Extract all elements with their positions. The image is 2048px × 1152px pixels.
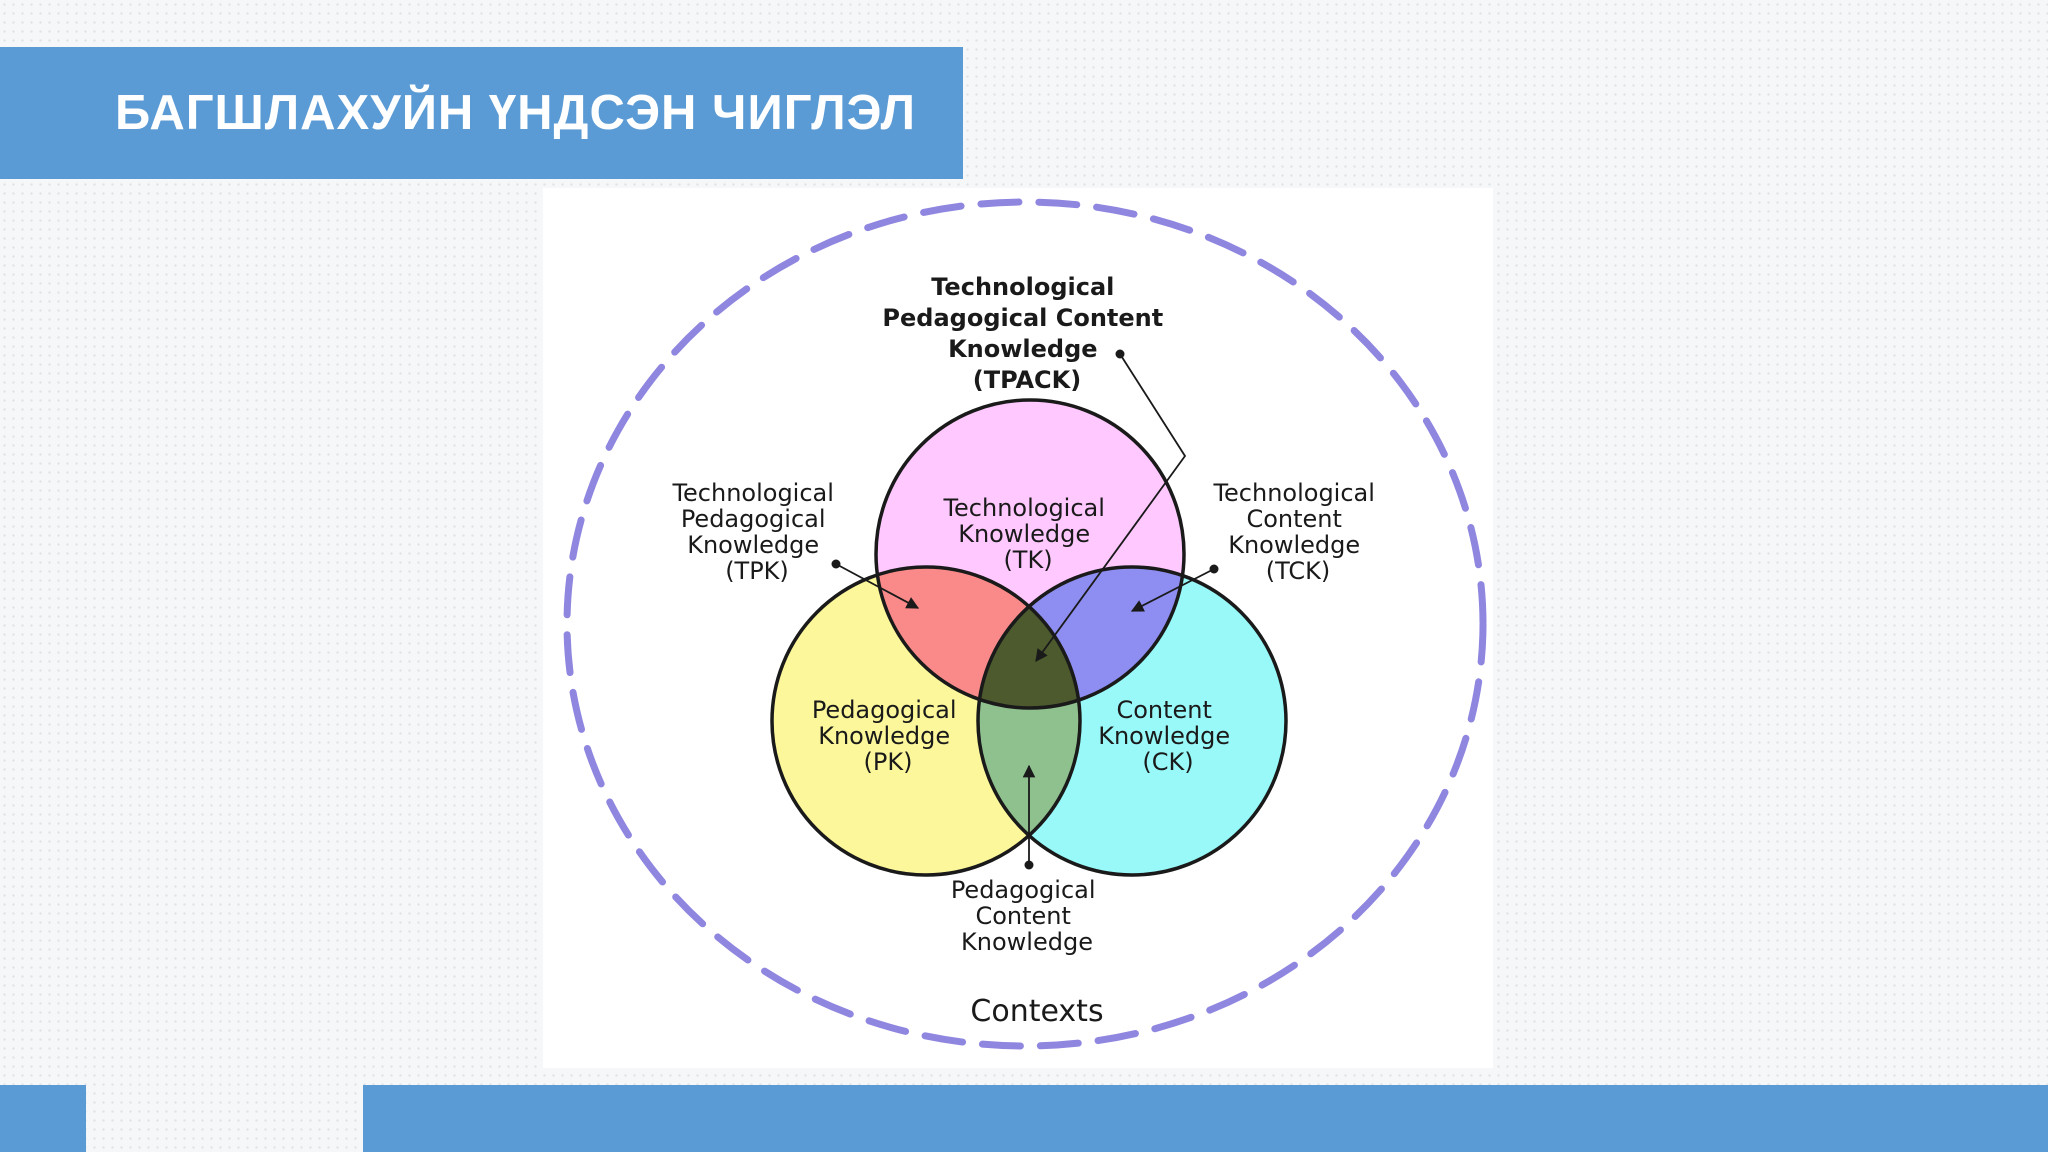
tck-leader-dot bbox=[1209, 564, 1219, 574]
tk-outline bbox=[874, 398, 1186, 710]
title-banner: БАГШЛАХУЙН ҮНДСЭН ЧИГЛЭЛ bbox=[0, 47, 963, 179]
pk-outline bbox=[770, 565, 1082, 877]
tpack-leader bbox=[1035, 353, 1187, 663]
tpack-venn-svg: Technological Pedagogical Content Knowle… bbox=[563, 198, 1487, 1050]
tk-label-line: Technological bbox=[942, 494, 1104, 522]
tck-label-line: Technological bbox=[1212, 479, 1374, 507]
footer-bar-left bbox=[0, 1085, 86, 1152]
tpk-label-line: Technological bbox=[671, 479, 833, 507]
contexts-label: Contexts bbox=[970, 994, 1103, 1029]
slide-title: БАГШЛАХУЙН ҮНДСЭН ЧИГЛЭЛ bbox=[115, 86, 917, 140]
ck-label-line: Content bbox=[1116, 696, 1211, 724]
tck-leader bbox=[1130, 568, 1215, 612]
tpack-region bbox=[978, 567, 1080, 708]
tpack-label-line: (TPACK) bbox=[973, 366, 1081, 394]
tpack-label: Technological Pedagogical Content Knowle… bbox=[882, 273, 1171, 394]
footer-bar-right bbox=[363, 1085, 2048, 1152]
tpk-label-line: Pedagogical bbox=[681, 505, 826, 533]
pck-leader-dot bbox=[1024, 860, 1034, 870]
ck-label-line: Knowledge bbox=[1098, 722, 1230, 750]
tpack-label-line: Knowledge bbox=[948, 335, 1097, 363]
tck-label-line: Content bbox=[1246, 505, 1341, 533]
pk-label: Pedagogical Knowledge (PK) bbox=[812, 696, 964, 776]
pk-label-line: Pedagogical bbox=[812, 696, 957, 724]
tck-label-line: (TCK) bbox=[1266, 557, 1330, 585]
tpack-label-line: Technological bbox=[931, 273, 1114, 301]
tck-label: Technological Content Knowledge (TCK) bbox=[1212, 479, 1382, 585]
tpk-label-line: (TPK) bbox=[725, 557, 789, 585]
pck-label-line: Pedagogical bbox=[951, 876, 1096, 904]
tpack-leader-dot bbox=[1115, 349, 1125, 359]
tpk-leader bbox=[835, 563, 920, 609]
pk-label-line: Knowledge bbox=[818, 722, 950, 750]
tpk-leader-dot bbox=[831, 559, 841, 569]
ck-outline bbox=[976, 565, 1288, 877]
tk-label-line: (TK) bbox=[1003, 546, 1052, 574]
tk-label: Technological Knowledge (TK) bbox=[942, 494, 1112, 574]
pck-label-line: Content bbox=[975, 902, 1070, 930]
ck-label-line: (CK) bbox=[1142, 748, 1193, 776]
tpack-diagram: Technological Pedagogical Content Knowle… bbox=[543, 188, 1493, 1068]
tpack-label-line: Pedagogical Content bbox=[882, 304, 1163, 332]
tpk-label: Technological Pedagogical Knowledge (TPK… bbox=[671, 479, 841, 585]
contexts-ring bbox=[563, 198, 1487, 1050]
pck-label-line: Knowledge bbox=[961, 928, 1093, 956]
pck-label: Pedagogical Content Knowledge bbox=[951, 876, 1103, 956]
tck-label-line: Knowledge bbox=[1228, 531, 1360, 559]
tk-label-line: Knowledge bbox=[958, 520, 1090, 548]
pk-label-line: (PK) bbox=[864, 748, 913, 776]
ck-label: Content Knowledge (CK) bbox=[1098, 696, 1238, 776]
tpk-label-line: Knowledge bbox=[687, 531, 819, 559]
